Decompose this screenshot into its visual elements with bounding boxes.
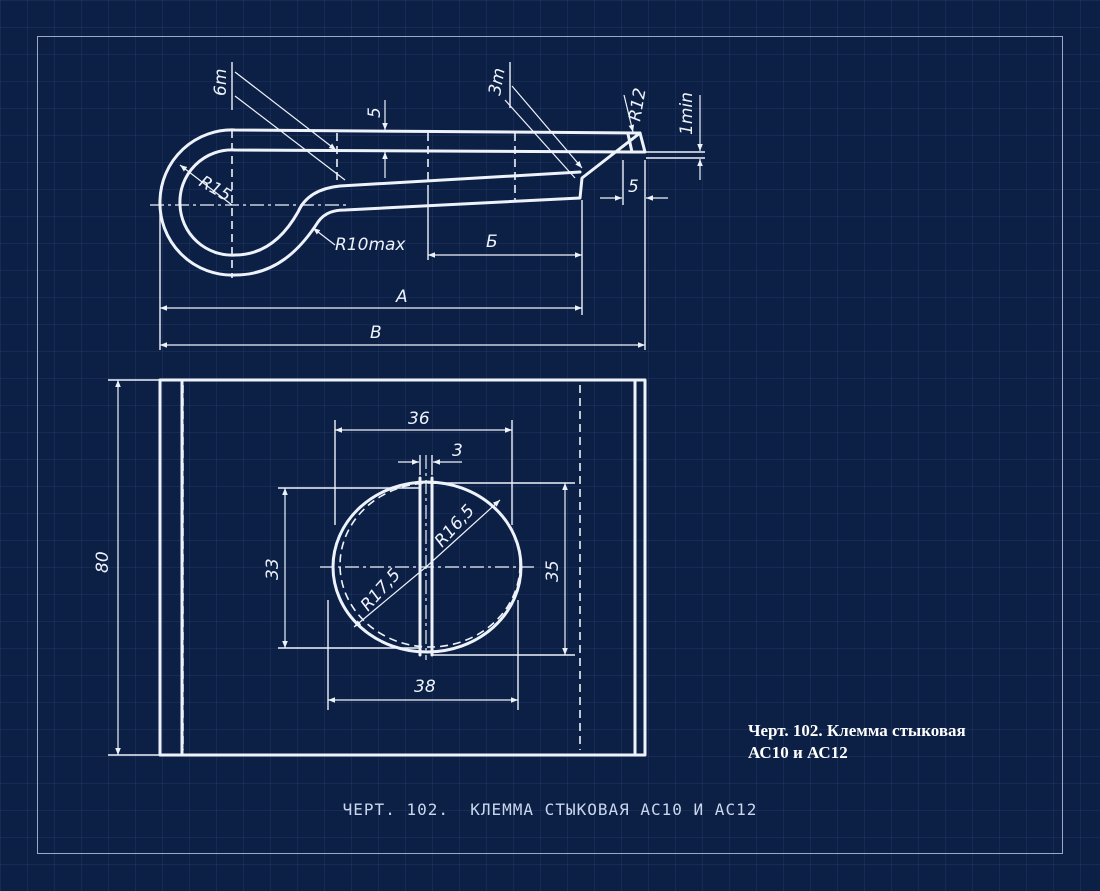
dim-five-top: 5 — [365, 107, 385, 118]
dim-a: A — [395, 287, 408, 307]
caption-line-2: АС10 и АС12 — [748, 743, 848, 762]
dim-33: 33 — [263, 558, 283, 580]
dim-36: 36 — [408, 409, 430, 429]
side-inner-contour — [178, 148, 634, 257]
dim-38: 38 — [414, 677, 436, 697]
r175-leader — [353, 566, 427, 628]
r12-leader — [623, 94, 635, 133]
dim-r15: R15 — [196, 172, 235, 206]
dim-r12: R12 — [625, 86, 651, 122]
dim-one-min: 1min — [677, 92, 697, 135]
dim-five-right: 5 — [628, 177, 639, 197]
plan-view: 36 3 R16,5 R17,5 33 35 38 80 — [93, 378, 647, 757]
r15-leader — [179, 164, 233, 206]
dim-b-cyr: Б — [486, 232, 498, 252]
bottom-caption: ЧЕРТ. 102. КЛЕММА СТЫКОВАЯ АС10 И АС12 — [342, 800, 758, 819]
dim-three-m: 3m — [485, 66, 509, 96]
hole-hidden-contour — [339, 482, 521, 648]
dim-v: B — [370, 323, 382, 343]
six-m-leader-2 — [234, 95, 346, 181]
r165-leader — [425, 499, 501, 568]
dim-80: 80 — [93, 551, 113, 573]
drawing-frame — [37, 36, 1063, 854]
six-m-leader — [234, 71, 337, 151]
r10max-leader — [312, 227, 336, 246]
side-view: 6m 5 3m R12 1min 5 R15 R10max — [150, 62, 705, 350]
side-outer-contour — [158, 128, 642, 277]
dim-3: 3 — [452, 441, 463, 461]
dim-six-m: 6m — [211, 69, 231, 96]
three-m-leader-2 — [504, 99, 576, 179]
drawing-caption: Черт. 102. Клемма стыковая АС10 и АС12 — [748, 720, 966, 764]
dim-35: 35 — [543, 560, 563, 582]
plan-outline — [158, 378, 647, 757]
three-m-leader — [511, 85, 583, 169]
side-tip — [626, 131, 647, 154]
caption-line-1: Черт. 102. Клемма стыковая — [748, 721, 966, 740]
dim-r10max: R10max — [335, 235, 406, 255]
